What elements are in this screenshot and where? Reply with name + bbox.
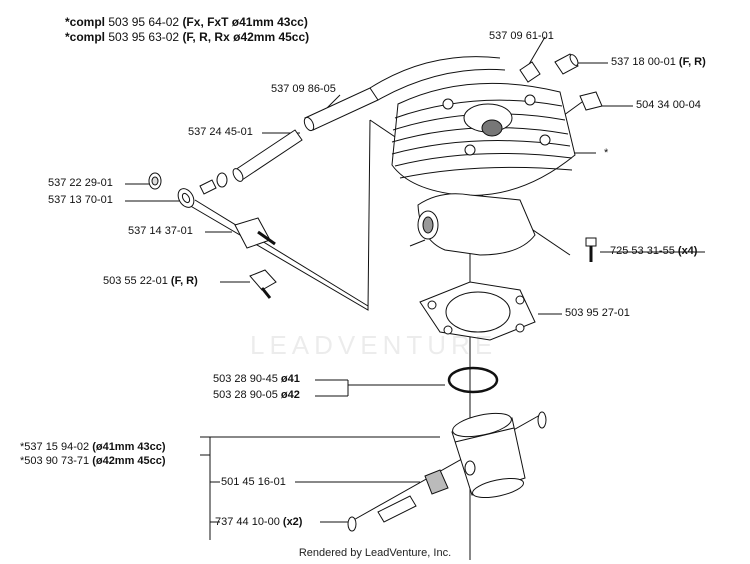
callout-piston-42-note: (ø42mm 45cc) [92, 455, 166, 467]
circlip-right [537, 411, 547, 429]
circlip-left [347, 516, 357, 532]
cylinder [391, 82, 576, 256]
callout-725-53-31-55[interactable]: 725 53 31-55 (x4) [610, 245, 697, 258]
hose-line [369, 56, 501, 89]
header-line-1-prefix: *compl [65, 15, 106, 29]
callout-piston-42[interactable]: *503 90 73-71 (ø42mm 45cc) [20, 455, 166, 468]
callout-piston-41-note: (ø41mm 43cc) [92, 441, 166, 453]
header-line-1: *compl 503 95 64-02 (Fx, FxT ø41mm 43cc) [65, 15, 308, 29]
callout-537-22-29-01[interactable]: 537 22 29-01 [48, 177, 113, 189]
callout-ring-42-part: 503 28 90-05 [213, 389, 278, 401]
plug-part [554, 53, 579, 75]
callout-737-44-10-00-note: (x2) [282, 516, 303, 528]
cap-part [519, 61, 541, 83]
callout-ring-42[interactable]: 503 28 90-05 ø42 [213, 389, 300, 402]
callout-503-55-22-01-note: (F, R) [170, 275, 198, 287]
callout-ring-42-note: ø42 [280, 389, 300, 401]
callout-ring-41[interactable]: 503 28 90-45 ø41 [213, 373, 300, 386]
callout-537-14-37-01[interactable]: 537 14 37-01 [128, 225, 193, 237]
callout-cylinder-star: * [604, 147, 609, 159]
needle-bearing [424, 469, 449, 495]
callout-503-55-22-01-part: 503 55 22-01 [103, 275, 168, 287]
callout-503-95-27-01[interactable]: 503 95 27-01 [565, 307, 630, 319]
long-tube-part [232, 129, 303, 182]
watermark: LEADVENTURE [250, 330, 498, 360]
callout-ring-41-note: ø41 [280, 373, 300, 385]
callout-737-44-10-00[interactable]: 737 44 10-00 (x2) [215, 516, 302, 529]
callout-725-53-31-55-part: 725 53 31-55 [610, 245, 675, 257]
footer-credit: Rendered by LeadVenture, Inc. [298, 547, 452, 559]
piston-ring [447, 366, 499, 394]
header-line-1-part: 503 95 64-02 [108, 15, 180, 29]
callout-537-09-86-05[interactable]: 537 09 86-05 [271, 83, 336, 95]
header-line-1-spec: (Fx, FxT ø41mm 43cc) [182, 15, 308, 29]
piston-pin [377, 495, 417, 523]
callout-537-24-45-01[interactable]: 537 24 45-01 [188, 126, 253, 138]
callout-537-18-00-01-part: 537 18 00-01 [611, 56, 676, 68]
header-line-2-spec: (F, R, Rx ø42mm 45cc) [182, 30, 310, 44]
callout-725-53-31-55-note: (x4) [677, 245, 698, 257]
fitting-part [559, 91, 603, 119]
header-line-2: *compl 503 95 63-02 (F, R, Rx ø42mm 45cc… [65, 30, 309, 44]
callout-501-45-16-01[interactable]: 501 45 16-01 [221, 476, 286, 488]
callout-503-55-22-01[interactable]: 503 55 22-01 (F, R) [103, 275, 198, 288]
callout-537-13-70-01[interactable]: 537 13 70-01 [48, 194, 113, 206]
decompression-valve-part [234, 217, 276, 249]
callout-737-44-10-00-part: 737 44 10-00 [215, 516, 280, 528]
callout-537-18-00-01-note: (F, R) [678, 56, 706, 68]
plug-nut-part [249, 269, 277, 299]
callout-537-18-00-01[interactable]: 537 18 00-01 (F, R) [611, 56, 706, 69]
callout-ring-41-part: 503 28 90-45 [213, 373, 278, 385]
callout-piston-42-part: *503 90 73-71 [20, 455, 90, 467]
callout-537-09-61-01[interactable]: 537 09 61-01 [489, 30, 554, 42]
header-line-2-prefix: *compl [65, 30, 106, 44]
bolt-part [585, 237, 597, 262]
seal-ring-part [177, 179, 217, 208]
gasket [419, 281, 536, 341]
hose-line-2 [377, 68, 506, 101]
callout-504-34-00-04[interactable]: 504 34 00-04 [636, 99, 701, 111]
header-line-2-part: 503 95 63-02 [108, 30, 180, 44]
callout-piston-41[interactable]: *537 15 94-02 (ø41mm 43cc) [20, 441, 166, 454]
piston [451, 412, 526, 499]
callout-piston-41-part: *537 15 94-02 [20, 441, 90, 453]
clip-part [216, 172, 228, 188]
washer-part [148, 172, 162, 190]
